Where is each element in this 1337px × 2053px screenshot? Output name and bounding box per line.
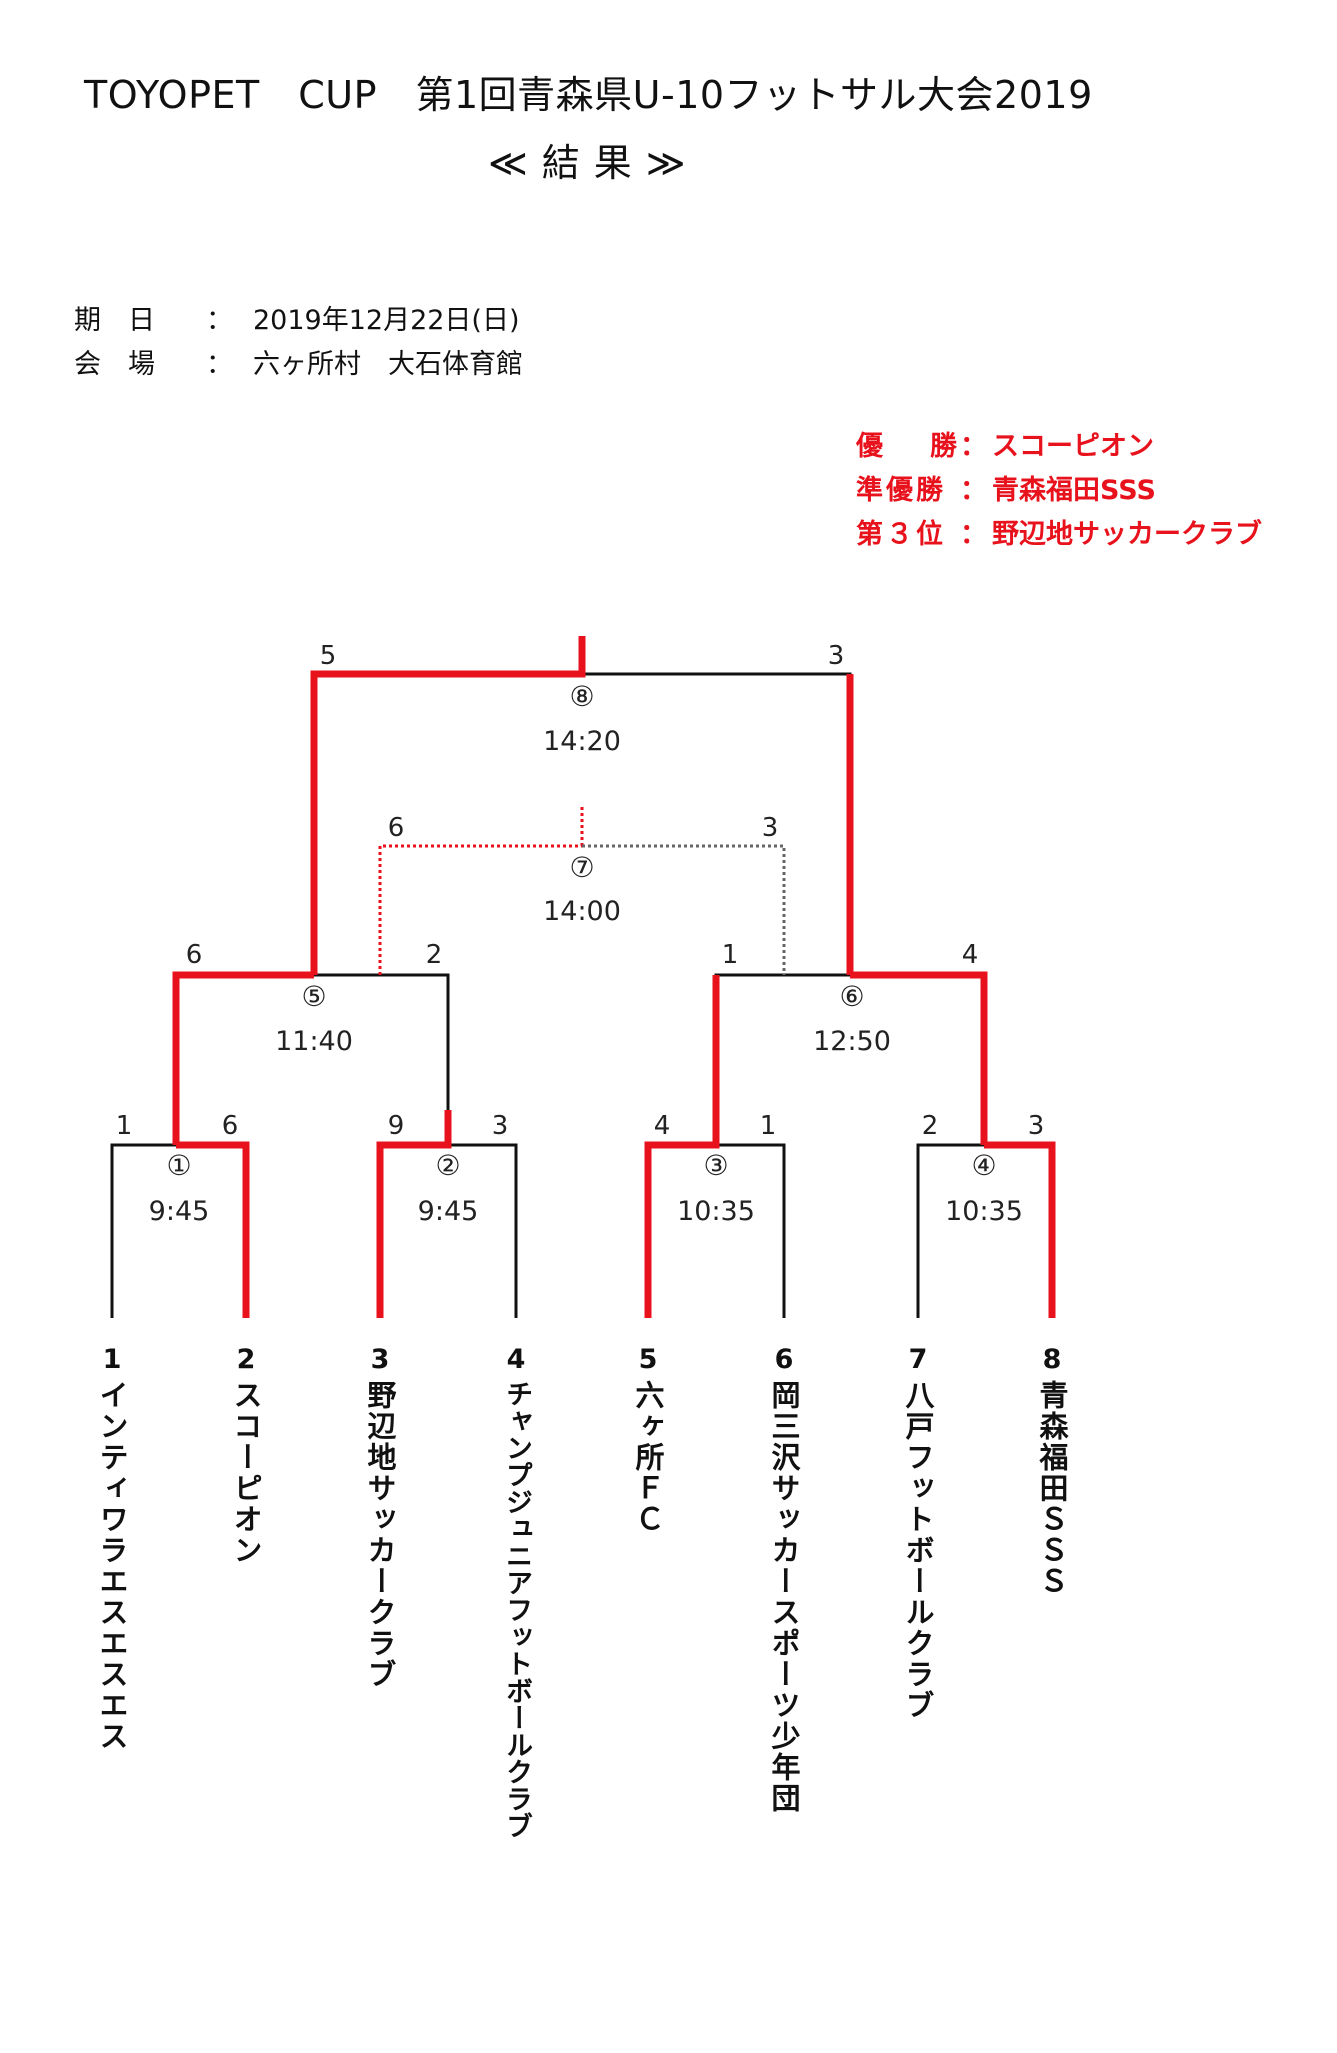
m3-time: 10:35 bbox=[677, 1196, 755, 1227]
team-4-name: チャンプジュニアフットボールクラブ bbox=[501, 1380, 532, 1839]
m8-winner-line bbox=[310, 636, 586, 975]
m2-score-right: 3 bbox=[492, 1111, 509, 1141]
team-3-number: 3 bbox=[370, 1344, 390, 1375]
m5-loser-line bbox=[314, 973, 450, 1110]
m8-number: ⑧ bbox=[569, 680, 594, 713]
m2-time: 9:45 bbox=[418, 1196, 479, 1227]
m7-loser-line bbox=[582, 844, 786, 975]
m4-score-left: 2 bbox=[922, 1111, 939, 1141]
team-3-name: 野辺地サッカークラブ bbox=[363, 1380, 397, 1690]
m7-time: 14:00 bbox=[543, 896, 621, 927]
m7-winner-line bbox=[378, 844, 582, 975]
m4-number: ④ bbox=[971, 1149, 996, 1182]
date-label: 期 日 bbox=[74, 305, 155, 336]
m6-score-left: 1 bbox=[722, 940, 739, 970]
m8-score-left: 5 bbox=[320, 641, 337, 671]
m3-score-right: 1 bbox=[760, 1111, 777, 1141]
m1-score-right: 6 bbox=[222, 1111, 239, 1141]
m5-score-left: 6 bbox=[186, 940, 203, 970]
venue-value: 六ヶ所村 大石体育館 bbox=[253, 349, 523, 380]
venue-label: 会 場 bbox=[74, 349, 155, 380]
date-colon: ： bbox=[206, 305, 233, 336]
m7-number: ⑦ bbox=[569, 851, 594, 884]
m5-score-right: 2 bbox=[426, 940, 443, 970]
team-7-name: 八戸フットボールクラブ bbox=[901, 1380, 935, 1721]
m4-score-right: 3 bbox=[1028, 1111, 1045, 1141]
team-8-name: 青森福田ＳＳＳ bbox=[1035, 1380, 1069, 1597]
m1-time: 9:45 bbox=[149, 1196, 210, 1227]
champion-team: スコーピオン bbox=[992, 431, 1154, 462]
team-6-number: 6 bbox=[774, 1344, 794, 1375]
runner-up-team: 青森福田SSS bbox=[992, 475, 1156, 506]
m8-loser-line bbox=[582, 672, 852, 975]
m1-number: ① bbox=[166, 1149, 191, 1182]
m6-score-right: 4 bbox=[962, 940, 979, 970]
m6-winner-line bbox=[850, 971, 988, 1110]
team-7-number: 7 bbox=[908, 1344, 928, 1375]
m6-time: 12:50 bbox=[813, 1026, 891, 1057]
runner-up-sep: ： bbox=[960, 475, 987, 506]
team-1-number: 1 bbox=[102, 1344, 122, 1375]
champion-label: 優 勝 bbox=[856, 431, 967, 462]
m7-score-left: 6 bbox=[388, 813, 405, 843]
team-5-number: 5 bbox=[638, 1344, 658, 1375]
m5-number: ⑤ bbox=[301, 980, 326, 1013]
team-1-name: インティワラエスエスエス bbox=[95, 1380, 129, 1752]
m2-number: ② bbox=[435, 1149, 460, 1182]
m2-score-left: 9 bbox=[388, 1111, 405, 1141]
page-subtitle: ≪結果≫ bbox=[488, 141, 700, 185]
m3-number: ③ bbox=[703, 1149, 728, 1182]
champion-sep: ： bbox=[960, 431, 987, 462]
m6-number: ⑥ bbox=[839, 980, 864, 1013]
m2-loser-line bbox=[448, 1143, 518, 1318]
m1-winner-line bbox=[172, 1110, 250, 1318]
m1-score-left: 1 bbox=[116, 1111, 133, 1141]
m5-winner-line bbox=[172, 971, 314, 1110]
third-place-label: 第３位 bbox=[856, 519, 946, 550]
third-place-team: 野辺地サッカークラブ bbox=[992, 519, 1262, 550]
m8-time: 14:20 bbox=[543, 726, 621, 757]
team-8-number: 8 bbox=[1042, 1344, 1062, 1375]
runner-up-label: 準優勝 bbox=[856, 475, 946, 506]
team-2-number: 2 bbox=[236, 1344, 256, 1375]
venue-colon: ： bbox=[206, 349, 233, 380]
m7-score-right: 3 bbox=[762, 813, 779, 843]
m1-loser-line bbox=[110, 1143, 176, 1318]
team-5-name: 六ヶ所ＦＣ bbox=[631, 1380, 665, 1535]
m4-time: 10:35 bbox=[945, 1196, 1023, 1227]
page-title: TOYOPET CUP 第1回青森県U-10フットサル大会2019 bbox=[84, 73, 1093, 117]
m3-score-left: 4 bbox=[654, 1111, 671, 1141]
m3-winner-line bbox=[644, 1110, 720, 1318]
m4-loser-line bbox=[916, 1143, 984, 1318]
m3-loser-line bbox=[716, 1143, 786, 1318]
m5-time: 11:40 bbox=[275, 1026, 353, 1057]
team-4-number: 4 bbox=[506, 1344, 526, 1375]
date-value: 2019年12月22日(日) bbox=[253, 305, 520, 336]
team-6-name: 岡三沢サッカースポーツ少年団 bbox=[767, 1380, 801, 1814]
team-2-name: スコーピオン bbox=[229, 1380, 263, 1566]
m2-winner-line bbox=[376, 1110, 452, 1318]
m4-winner-line bbox=[980, 1110, 1056, 1318]
third-place-sep: ： bbox=[960, 519, 987, 550]
m8-score-right: 3 bbox=[828, 641, 845, 671]
